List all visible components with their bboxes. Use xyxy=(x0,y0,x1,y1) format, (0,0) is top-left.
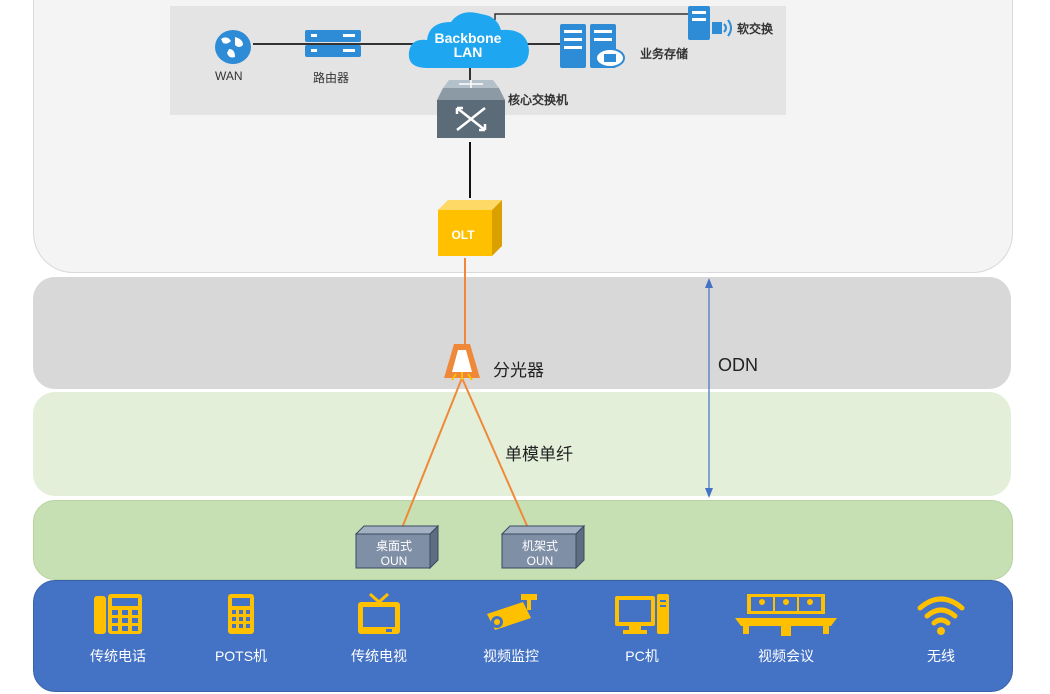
desktop-onu-label: 桌面式 OUN xyxy=(356,539,432,569)
cloud-icon xyxy=(408,12,529,68)
softswitch-icon xyxy=(688,6,732,40)
terminal-label: POTS机 xyxy=(214,648,268,664)
rack-onu-line2: OUN xyxy=(526,554,554,568)
terminal-desk-phone: 传统电话 xyxy=(58,592,178,666)
desktop-onu-line2: OUN xyxy=(380,554,408,568)
desk-phone-icon xyxy=(94,594,142,634)
odn-splitter-band xyxy=(33,277,1011,389)
terminal-cctv: 视频监控 xyxy=(451,592,571,666)
terminal-label: 传统电话 xyxy=(90,648,146,664)
router-label: 路由器 xyxy=(313,71,350,85)
terminal-label: 无线 xyxy=(927,648,955,664)
core-switch-label: 核心交换机 xyxy=(508,93,569,107)
terminal-tv: 传统电视 xyxy=(319,592,439,666)
softswitch-label: 软交换 xyxy=(737,22,774,36)
backbone-line1: Backbone xyxy=(434,30,502,46)
rack-onu-line1: 机架式 xyxy=(521,539,558,553)
terminal-wifi: 无线 xyxy=(881,592,1001,666)
fiber-type-label: 单模单纤 xyxy=(505,445,573,464)
terminal-label: 视频监控 xyxy=(483,648,539,664)
storage-label: 业务存储 xyxy=(640,47,689,61)
pots-phone-icon xyxy=(228,594,254,634)
rack-onu-label: 机架式 OUN xyxy=(502,539,578,569)
splitter-icon xyxy=(444,344,480,381)
rack-onu-icon xyxy=(500,524,586,570)
video-conference-icon xyxy=(735,594,837,636)
odn-label: ODN xyxy=(718,355,758,375)
terminal-label: PC机 xyxy=(625,648,659,664)
backbone-softswitch-link xyxy=(494,13,690,20)
pc-icon xyxy=(615,594,669,634)
desktop-onu-line1: 桌面式 xyxy=(375,539,412,553)
odn-arrow-head-top xyxy=(705,278,713,288)
backbone-lan-label: Backbone LAN xyxy=(420,31,516,59)
terminal-label: 传统电视 xyxy=(351,648,407,664)
tv-icon xyxy=(358,592,400,634)
globe-icon xyxy=(215,30,251,64)
olt-label: OLT xyxy=(451,228,475,242)
backbone-line2: LAN xyxy=(453,44,483,60)
wan-label: WAN xyxy=(215,69,243,83)
desktop-onu-icon xyxy=(354,524,440,570)
olt-device-icon xyxy=(438,200,502,256)
core-switch-icon xyxy=(437,80,505,138)
router-icon xyxy=(305,30,361,57)
splitter-rack-fiber xyxy=(461,377,529,529)
terminal-video-conference: 视频会议 xyxy=(726,592,846,666)
terminal-pots-phone: POTS机 xyxy=(181,592,301,666)
splitter-desktop-fiber xyxy=(401,377,463,529)
splitter-label: 分光器 xyxy=(493,361,544,380)
terminal-label: 视频会议 xyxy=(758,648,814,664)
terminal-pc: PC机 xyxy=(582,592,702,666)
cctv-camera-icon xyxy=(487,594,537,630)
storage-server-icon xyxy=(560,24,625,68)
odn-fiber-band xyxy=(33,392,1011,496)
odn-arrow-head-bottom xyxy=(705,488,713,498)
wifi-icon xyxy=(917,596,965,635)
